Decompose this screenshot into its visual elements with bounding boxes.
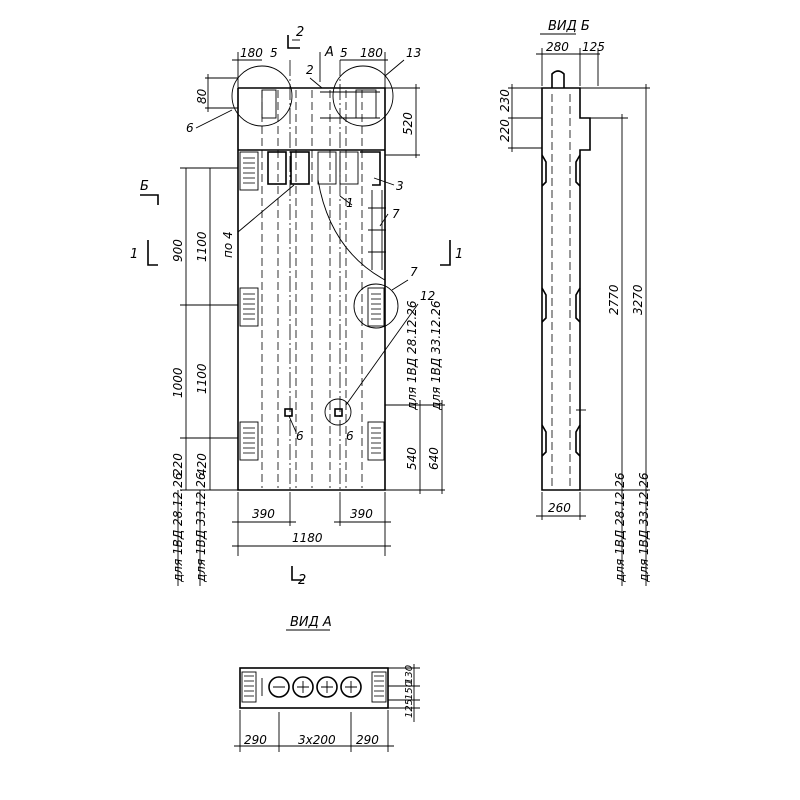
dim-220-side: 220 [498, 119, 512, 142]
dim-125-end: 125 [404, 699, 415, 718]
cut-1-left-label: 1 [130, 247, 138, 262]
callout-6-top: 6 [186, 121, 194, 135]
section-2-bottom-label: 2 [298, 573, 306, 588]
note-front-panel-2: для 1ВД 33.12.26 [429, 300, 443, 411]
callout-7-upper: 7 [392, 207, 400, 221]
detail-circle-5-left [231, 65, 293, 127]
panel-top-outline [237, 87, 386, 151]
slot-hatch-right [367, 287, 385, 461]
section-2-top-label: 2 [296, 25, 304, 40]
dim-230: 230 [498, 89, 512, 112]
view-b: ВИД Б 280 125 230 220 [498, 19, 651, 586]
dim-1180: 1180 [292, 531, 323, 545]
cut-1-right-label: 1 [455, 247, 463, 262]
dim-520: 520 [401, 112, 415, 135]
note-left-panel-2: для 1ВД 33.12.26 [194, 472, 208, 583]
dim-180-left: 180 [240, 46, 263, 60]
end-view-outline [239, 667, 389, 709]
callout-2: 2 [306, 63, 314, 77]
note-side-panel-2: для 1ВД 33.12.26 [637, 472, 651, 583]
section-2-marks [287, 35, 304, 581]
callout-5-right: 5 [340, 46, 348, 60]
dim-1100-upper: 1100 [195, 231, 209, 262]
dim-640: 640 [427, 447, 441, 470]
detail-circle-5-right [332, 65, 394, 127]
callout-5-left: 5 [270, 46, 278, 60]
note-front-panel-1: для 1ВД 28.12.26 [405, 300, 419, 411]
dim-280: 280 [546, 40, 569, 54]
side-panel-outline [541, 87, 591, 491]
dim-390-right: 390 [350, 507, 373, 521]
detail-circle-6 [324, 398, 352, 426]
note-side-panel-1: для 1ВД 28.12.26 [613, 472, 627, 583]
dim-3270: 3270 [631, 284, 645, 315]
detail-circle-7 [353, 283, 399, 329]
panel-outline [237, 150, 386, 491]
cut-b-label: Б [140, 179, 149, 194]
dim-3x200: 3x200 [298, 733, 336, 747]
dim-390-left: 390 [252, 507, 275, 521]
slot-hatch-left [239, 151, 259, 461]
dim-290-left: 290 [244, 733, 267, 747]
dim-180-right: 180 [360, 46, 383, 60]
note-left-panel-1: для 1ВД 28.12.26 [171, 472, 185, 583]
dim-220: 220 [171, 453, 185, 476]
note-po-4: по 4 [221, 231, 235, 258]
callout-3: 3 [396, 179, 404, 193]
dim-540: 540 [405, 447, 419, 470]
view-b-title: ВИД Б [548, 19, 590, 34]
dim-900: 900 [171, 239, 185, 262]
callout-13: 13 [406, 46, 421, 60]
view-a-title: ВИД А [290, 615, 332, 630]
dim-130: 130 [404, 665, 415, 684]
dim-150: 150 [404, 681, 415, 700]
dim-290-right: 290 [356, 733, 379, 747]
dim-80: 80 [195, 88, 209, 104]
callout-7-lower: 7 [410, 265, 418, 279]
callout-6-left: 6 [296, 429, 304, 443]
hollow-core-circles [268, 676, 362, 698]
dim-260: 260 [548, 501, 571, 515]
dim-1000: 1000 [171, 367, 185, 398]
front-view [231, 60, 399, 500]
callout-6-right: 6 [346, 429, 354, 443]
dim-1100-lower: 1100 [195, 363, 209, 394]
front-dimensions: 180 5 5 180 13 2 80 6 520 3 1 7 7 12 6 [171, 46, 445, 586]
dim-420: 420 [195, 453, 209, 476]
dim-2770: 2770 [607, 284, 621, 315]
view-a: ВИД А 130 150 125 [234, 615, 420, 752]
dim-125: 125 [582, 40, 605, 54]
cut-a-label: А [324, 45, 334, 60]
callout-12: 12 [420, 289, 435, 303]
